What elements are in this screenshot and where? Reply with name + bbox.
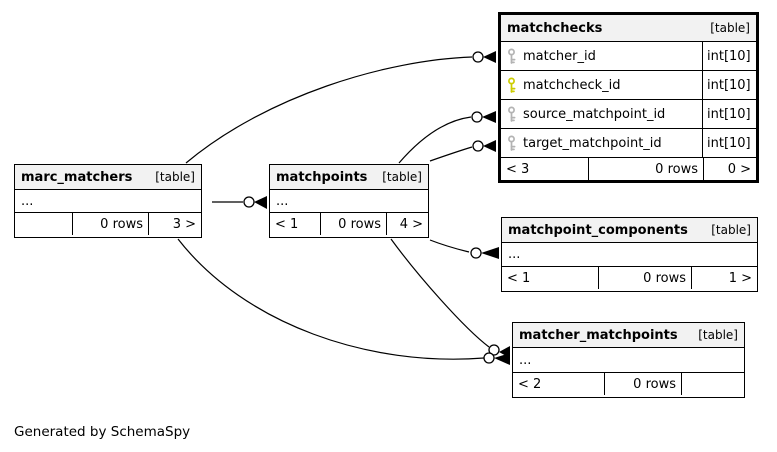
foreign-key-icon xyxy=(501,48,521,65)
column-name: source_matchpoint_id xyxy=(523,106,666,122)
columns-collapsed-row: ... xyxy=(513,348,744,373)
connector-circle xyxy=(488,344,500,356)
column-type: int[10] xyxy=(702,129,756,157)
table-footer: < 1 0 rows 4 > xyxy=(270,213,428,235)
table-header: matcher_matchpoints [table] xyxy=(513,323,744,348)
child-count: 0 > xyxy=(703,158,756,180)
child-count: 4 > xyxy=(386,213,428,235)
fk-connector-matchpoints-to-matcher-matchpoints xyxy=(390,238,510,358)
fk-connector-matchpoints-to-matchchecks-source xyxy=(398,111,496,164)
table-header: matchchecks [table] xyxy=(501,15,756,42)
row-count: 0 rows xyxy=(320,213,386,235)
table-footer: < 2 0 rows xyxy=(513,373,744,395)
connector-arrowhead xyxy=(482,111,496,123)
table-type-tag: [table] xyxy=(711,223,751,237)
foreign-key-icon xyxy=(501,106,521,123)
parent-count: < 1 xyxy=(275,216,299,232)
fk-connector-marc-matchers-to-matcher-matchpoints xyxy=(177,238,510,365)
table-footer: < 3 0 rows 0 > xyxy=(501,158,756,180)
column-type: int[10] xyxy=(702,71,756,99)
column-row-source-matchpoint-id[interactable]: source_matchpoint_id int[10] xyxy=(501,100,756,129)
column-type: int[10] xyxy=(702,42,756,70)
table-type-tag: [table] xyxy=(382,170,422,184)
parent-count xyxy=(15,213,72,235)
fk-connector-marc-matchers-to-matchpoints xyxy=(212,196,267,209)
row-count: 0 rows xyxy=(598,267,691,289)
table-name[interactable]: matchpoints xyxy=(276,169,368,185)
table-type-tag: [table] xyxy=(155,170,195,184)
row-count: 0 rows xyxy=(588,158,703,180)
table-name[interactable]: matchchecks xyxy=(507,20,603,36)
connector-circle xyxy=(472,140,484,152)
connector-arrowhead xyxy=(494,353,510,365)
primary-key-icon xyxy=(501,77,521,94)
column-row-target-matchpoint-id[interactable]: target_matchpoint_id int[10] xyxy=(501,129,756,158)
connector-arrowhead xyxy=(483,140,496,152)
column-name: target_matchpoint_id xyxy=(523,135,662,151)
columns-collapsed-row: ... xyxy=(502,243,757,267)
connector-circle xyxy=(471,111,483,123)
table-type-tag: [table] xyxy=(710,21,750,35)
fk-connector-matchpoints-to-matchpoint-components xyxy=(429,239,499,259)
table-matchchecks[interactable]: matchchecks [table] matcher_id int[10] m… xyxy=(498,12,759,183)
table-footer: 0 rows 3 > xyxy=(15,213,201,235)
table-header: marc_matchers [table] xyxy=(15,165,201,190)
table-name[interactable]: matchpoint_components xyxy=(508,222,688,238)
table-matchpoints[interactable]: matchpoints [table] ... < 1 0 rows 4 > xyxy=(269,164,429,238)
connector-circle xyxy=(470,247,482,259)
generated-by-label: Generated by SchemaSpy xyxy=(14,424,191,440)
connector-circle xyxy=(243,196,255,208)
connector-circle xyxy=(483,352,495,364)
table-name[interactable]: marc_matchers xyxy=(21,169,133,185)
table-header: matchpoints [table] xyxy=(270,165,428,190)
connector-arrowhead xyxy=(254,196,267,209)
column-type: int[10] xyxy=(702,100,756,128)
table-marc-matchers[interactable]: marc_matchers [table] ... 0 rows 3 > xyxy=(14,164,202,238)
columns-collapsed-row: ... xyxy=(15,190,201,213)
row-count: 0 rows xyxy=(604,373,681,395)
row-count: 0 rows xyxy=(72,213,148,235)
foreign-key-icon xyxy=(501,135,521,152)
table-matchpoint-components[interactable]: matchpoint_components [table] ... < 1 0 … xyxy=(501,217,758,292)
table-matcher-matchpoints[interactable]: matcher_matchpoints [table] ... < 2 0 ro… xyxy=(512,322,745,398)
table-footer: < 1 0 rows 1 > xyxy=(502,267,757,289)
table-name[interactable]: matcher_matchpoints xyxy=(519,327,678,343)
table-type-tag: [table] xyxy=(698,328,738,342)
column-row-matcher-id[interactable]: matcher_id int[10] xyxy=(501,42,756,71)
column-name: matchcheck_id xyxy=(523,77,621,93)
connector-arrowhead xyxy=(481,247,499,259)
parent-count: < 3 xyxy=(506,161,530,177)
connector-arrowhead xyxy=(483,51,496,63)
fk-connector-matchpoints-to-matchchecks-target xyxy=(429,140,496,162)
child-count: 1 > xyxy=(691,267,757,289)
columns-collapsed-row: ... xyxy=(270,190,428,213)
parent-count: < 2 xyxy=(518,376,542,392)
parent-count: < 1 xyxy=(507,270,531,286)
connector-circle xyxy=(472,51,484,63)
column-name: matcher_id xyxy=(523,48,596,64)
child-count xyxy=(681,373,744,395)
table-header: matchpoint_components [table] xyxy=(502,218,757,243)
child-count: 3 > xyxy=(148,213,201,235)
column-row-matchcheck-id[interactable]: matchcheck_id int[10] xyxy=(501,71,756,100)
fk-connector-marc-matchers-to-matchchecks xyxy=(185,51,496,164)
